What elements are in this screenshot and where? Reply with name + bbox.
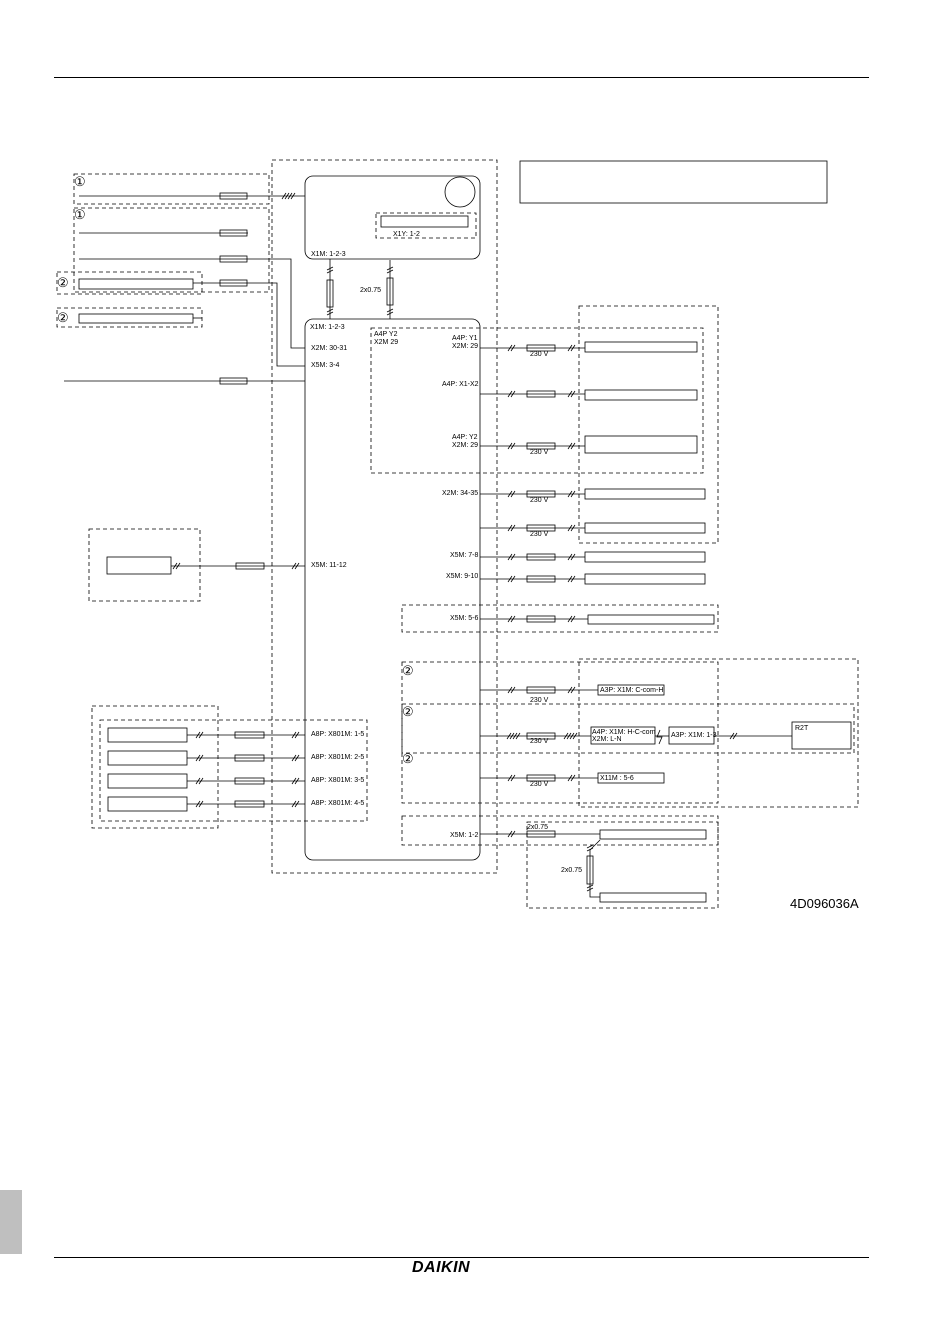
dashed-groups xyxy=(56,159,859,909)
label-230v-6: 230 V xyxy=(530,738,549,745)
marker-1a: ① xyxy=(74,174,86,189)
drawing-number: 4D096036A xyxy=(790,896,859,911)
side-tab xyxy=(0,1190,22,1254)
label-x1y: X1Y: 1-2 xyxy=(393,231,420,238)
marker-1b: ① xyxy=(74,207,86,222)
fuse-symbols xyxy=(219,192,594,885)
label-230v-3: 230 V xyxy=(530,497,549,504)
label-a3p-x1m13: A3P: X1M: 1-3 xyxy=(671,732,717,739)
label-230v-2: 230 V xyxy=(530,449,549,456)
label-a4p-y2-a: A4P Y2 xyxy=(374,331,398,338)
note-box xyxy=(519,160,828,204)
label-x2m-3031: X2M: 30-31 xyxy=(311,345,347,352)
label-x5m-1112: X5M: 11-12 xyxy=(311,562,347,569)
label-x1m-box: X1M: 1-2-3 xyxy=(310,324,345,331)
label-230v-7: 230 V xyxy=(530,781,549,788)
label-x5m-78: X5M: 7-8 xyxy=(450,552,479,559)
label-a8p-15: A8P: X801M: 1-5 xyxy=(311,731,364,738)
label-a8p-35: A8P: X801M: 3-5 xyxy=(311,777,364,784)
label-cable-2x075: 2x0.75 xyxy=(360,287,381,294)
label-indoor-x1m: X1M: 1-2-3 xyxy=(311,251,346,258)
marker-2a: ② xyxy=(57,275,69,290)
label-x2m-ln: X2M: L-N xyxy=(592,736,622,743)
label-x5m-12: X5M: 1-2 xyxy=(450,832,479,839)
label-a4p-y2-b: X2M 29 xyxy=(374,339,398,346)
marker-2b: ② xyxy=(57,310,69,325)
label-r2t: R2T xyxy=(795,725,809,732)
brand-logo: DAIKIN xyxy=(412,1259,471,1276)
label-cable-2x075-b: 2x0.75 xyxy=(527,824,548,831)
cable-ticks xyxy=(172,192,738,892)
label-230v-5: 230 V xyxy=(530,697,549,704)
label-x11m-56: X11M : 5-6 xyxy=(600,775,634,782)
label-x5m-56: X5M: 5-6 xyxy=(450,615,479,622)
label-cable-2x075-c: 2x0.75 xyxy=(561,867,582,874)
label-x5m-910: X5M: 9-10 xyxy=(446,573,478,580)
header-rule xyxy=(54,77,869,78)
label-a4p-y1-b: X2M: 29 xyxy=(452,343,478,350)
label-230v-1: 230 V xyxy=(530,351,549,358)
label-a4p-x1x2: A4P: X1-X2 xyxy=(442,381,479,388)
label-230v-4: 230 V xyxy=(530,531,549,538)
marker-2c: ② xyxy=(402,663,414,678)
label-a4p-y1-a: A4P: Y1 xyxy=(452,335,478,342)
label-a8p-25: A8P: X801M: 2-5 xyxy=(311,754,364,761)
marker-2d: ② xyxy=(402,704,414,719)
wires xyxy=(64,195,792,898)
label-x5m-34: X5M: 3-4 xyxy=(311,362,340,369)
lightning-icon xyxy=(656,729,663,745)
label-a4p-hccom: A4P: X1M: H-C-com xyxy=(592,729,656,736)
switch-box xyxy=(304,318,481,861)
indoor-unit-box xyxy=(304,175,481,260)
indoor-unit-circle xyxy=(444,176,476,208)
label-a3p-ccomh: A3P: X1M: C-com-H xyxy=(600,687,663,694)
marker-2e: ② xyxy=(402,751,414,766)
label-a8p-45: A8P: X801M: 4-5 xyxy=(311,800,364,807)
footer-rule xyxy=(54,1257,869,1258)
label-x2m-3435: X2M: 34-35 xyxy=(442,490,478,497)
label-a4p-y2-c: A4P: Y2 xyxy=(452,434,478,441)
label-a4p-y2-d: X2M: 29 xyxy=(452,442,478,449)
